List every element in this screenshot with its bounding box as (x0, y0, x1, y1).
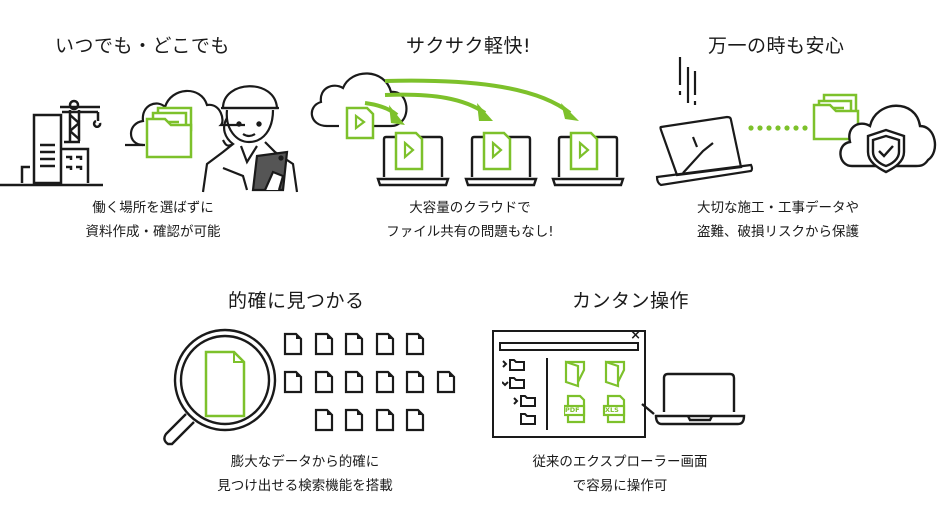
document-icon (375, 408, 394, 432)
document-icon (344, 408, 364, 432)
folder-icon (812, 93, 860, 141)
feature-desc-fast: 大容量のクラウドで ファイル共有の問題もなし! (375, 196, 565, 244)
xls-label: XLS (605, 406, 619, 414)
feature-title-fast: サクサク軽快! (406, 35, 532, 57)
document-icon (314, 332, 333, 356)
feature-desc-easy: 従来のエクスプローラー画面 で容易に操作可 (530, 450, 710, 498)
document-grid (283, 332, 463, 432)
document-icon (314, 408, 333, 432)
document-icon (375, 332, 394, 356)
feature-desc-search: 膨大なデータから的確に 見つけ出せる検索機能を搭載 (200, 450, 410, 498)
desc-line: 従来のエクスプローラー画面 (532, 454, 708, 470)
laptop-video-file-icon (464, 131, 538, 187)
document-icon (283, 332, 303, 356)
desc-line: 大切な施工・工事データや (697, 200, 859, 216)
laptop-video-file-icon (376, 131, 450, 187)
worker-with-tablet-icon (201, 85, 299, 193)
desc-line: 盗難、破損リスクから保護 (697, 224, 859, 240)
desc-line: で容易に操作可 (572, 478, 668, 494)
address-bar (499, 342, 639, 351)
feature-title-easy: カンタン操作 (572, 290, 690, 312)
open-folder-icon (564, 360, 586, 388)
feature-desc-safe: 大切な施工・工事データや 盗難、破損リスクから保護 (683, 196, 873, 244)
tree-folder-icon (502, 377, 525, 389)
feature-title-anywhere: いつでも・どこでも (55, 35, 230, 57)
desc-line: 大容量のクラウドで (409, 200, 531, 216)
desc-line: 資料作成・確認が可能 (85, 224, 221, 240)
desc-line: 膨大なデータから的確に (230, 454, 380, 470)
laptop-video-file-icon (551, 131, 625, 187)
document-icon (405, 370, 425, 394)
document-icon (405, 332, 425, 356)
arrow-icon (364, 78, 579, 125)
cloud-folder-icon (125, 89, 245, 159)
desc-line: 働く場所を選ばずに (92, 200, 214, 216)
document-icon (344, 332, 364, 356)
feature-title-search: 的確に見つかる (228, 290, 365, 312)
close-icon: × (630, 328, 641, 343)
document-icon (314, 370, 333, 394)
open-folder-icon (604, 360, 626, 388)
broken-laptop-icon (655, 57, 754, 187)
feature-desc-anywhere: 働く場所を選ばずに 資料作成・確認が可能 (58, 196, 248, 244)
tree-folder-icon (513, 395, 536, 407)
document-icon (375, 370, 394, 394)
tree-folder-icon (520, 413, 536, 425)
dotted-connector (748, 125, 808, 131)
cloud-shield-icon (839, 104, 937, 174)
building-crane-icon (0, 99, 103, 187)
document-icon (344, 370, 364, 394)
document-icon (283, 370, 303, 394)
divider (546, 358, 548, 430)
feature-title-safe: 万一の時も安心 (708, 35, 845, 57)
magnifier-file-icon (163, 328, 277, 446)
tree-folder-icon (502, 359, 525, 371)
pdf-file-icon (564, 394, 586, 424)
pdf-label: PDF (565, 406, 580, 414)
document-icon (436, 370, 455, 394)
document-icon (405, 408, 425, 432)
desc-line: ファイル共有の問題もなし! (386, 224, 554, 240)
laptop-icon (641, 372, 746, 426)
xls-file-icon (602, 394, 626, 424)
explorer-window-icon: × PDF XLS (492, 328, 646, 438)
desc-line: 見つけ出せる検索機能を搭載 (217, 478, 393, 494)
